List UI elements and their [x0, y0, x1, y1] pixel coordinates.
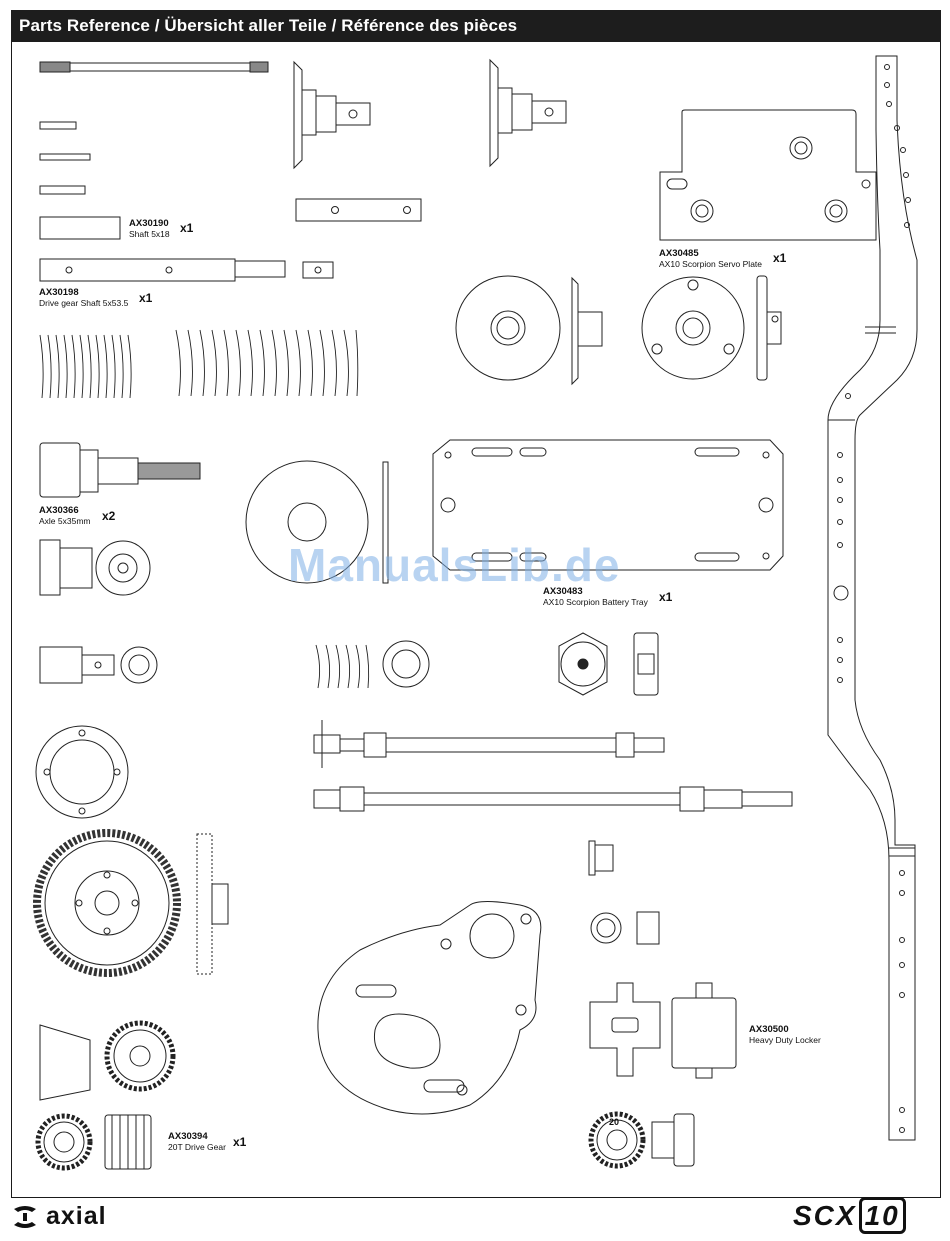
drive-gear-20t-part — [38, 1116, 90, 1168]
part-quantity: x2 — [102, 509, 115, 523]
ring-gear-part — [37, 833, 177, 973]
spacer-part — [589, 841, 613, 875]
outdrive-small-part — [40, 647, 114, 683]
diff-hex-part — [559, 633, 607, 695]
part-quantity: x1 — [180, 221, 193, 235]
shaft-5x18-part — [40, 217, 120, 239]
diff-cup-part — [40, 540, 92, 595]
bearing-part — [96, 541, 150, 595]
part-description: Axle 5x35mm — [39, 516, 91, 527]
front-driveshaft-part — [314, 720, 664, 768]
part-label-ax30394: AX30394 20T Drive Gear — [168, 1131, 226, 1153]
spur-plate-side-part — [757, 276, 781, 380]
part-label-ax30485: AX30485 AX10 Scorpion Servo Plate — [659, 248, 762, 270]
part-quantity: x1 — [659, 590, 672, 604]
drive-gear-side-part — [105, 1115, 151, 1169]
part-code: AX30198 — [39, 287, 128, 298]
part-code: AX30500 — [749, 1024, 821, 1035]
pinion-20t-side-part — [652, 1114, 694, 1166]
part-quantity: x1 — [139, 291, 152, 305]
part-quantity: x1 — [233, 1135, 246, 1149]
servo-plate-part — [660, 110, 876, 240]
drive-gear-shaft-part — [40, 259, 285, 281]
brand-name: axial — [46, 1202, 107, 1231]
motor-plate-part — [318, 902, 541, 1115]
pulley-side-part — [572, 278, 602, 384]
o-ring-small-part — [591, 913, 621, 943]
part-description: 20T Drive Gear — [168, 1142, 226, 1153]
outdrive-cup-part — [490, 60, 566, 166]
part-code: AX30190 — [129, 218, 170, 229]
gear-tooth-count: 20 — [609, 1117, 619, 1127]
pin-part — [40, 154, 90, 160]
spur-plate-part — [642, 277, 744, 379]
part-label-ax30500: AX30500 Heavy Duty Locker — [749, 1024, 821, 1046]
model-number: 10 — [859, 1197, 906, 1234]
part-description: AX10 Scorpion Servo Plate — [659, 259, 762, 270]
gasket-part — [36, 726, 128, 818]
watermark: ManualsLib.de — [288, 538, 620, 592]
outdrive-cup-part — [294, 62, 370, 168]
pin-part — [40, 122, 76, 129]
pin-part — [40, 186, 85, 194]
part-code: AX30394 — [168, 1131, 226, 1142]
pulley-disc-part — [456, 276, 560, 380]
small-block-part — [303, 262, 333, 278]
pinion-gear-part — [40, 1025, 90, 1100]
o-ring-part — [383, 641, 429, 687]
part-description: Heavy Duty Locker — [749, 1035, 821, 1046]
brand-logo: axial — [10, 1202, 107, 1231]
locker-body-part — [672, 983, 736, 1078]
part-code: AX30485 — [659, 248, 762, 259]
model-name: SCX — [793, 1200, 857, 1231]
part-label-ax30190: AX30190 Shaft 5x18 — [129, 218, 170, 240]
bushing-part — [121, 647, 157, 683]
long-shaft-part — [40, 62, 268, 72]
link-bar-part — [296, 199, 421, 221]
axial-logo-icon — [10, 1203, 40, 1231]
locker-cross-part — [590, 983, 660, 1076]
axle-part — [40, 443, 200, 497]
locker-nut-part — [634, 633, 658, 695]
part-description: Drive gear Shaft 5x53.5 — [39, 298, 128, 309]
part-code: AX30366 — [39, 505, 91, 516]
spacer-block-part — [637, 912, 659, 944]
rear-driveshaft-part — [314, 787, 792, 811]
spring-part — [176, 330, 358, 396]
part-description: Shaft 5x18 — [129, 229, 170, 240]
small-spring-part — [316, 645, 369, 688]
part-label-ax30366: AX30366 Axle 5x35mm — [39, 505, 91, 527]
spider-gear-part — [107, 1023, 173, 1089]
spring-part — [40, 335, 131, 398]
ring-gear-side-part — [197, 834, 228, 974]
part-description: AX10 Scorpion Battery Tray — [543, 597, 648, 608]
part-label-ax30198: AX30198 Drive gear Shaft 5x53.5 — [39, 287, 128, 309]
part-quantity: x1 — [773, 251, 786, 265]
